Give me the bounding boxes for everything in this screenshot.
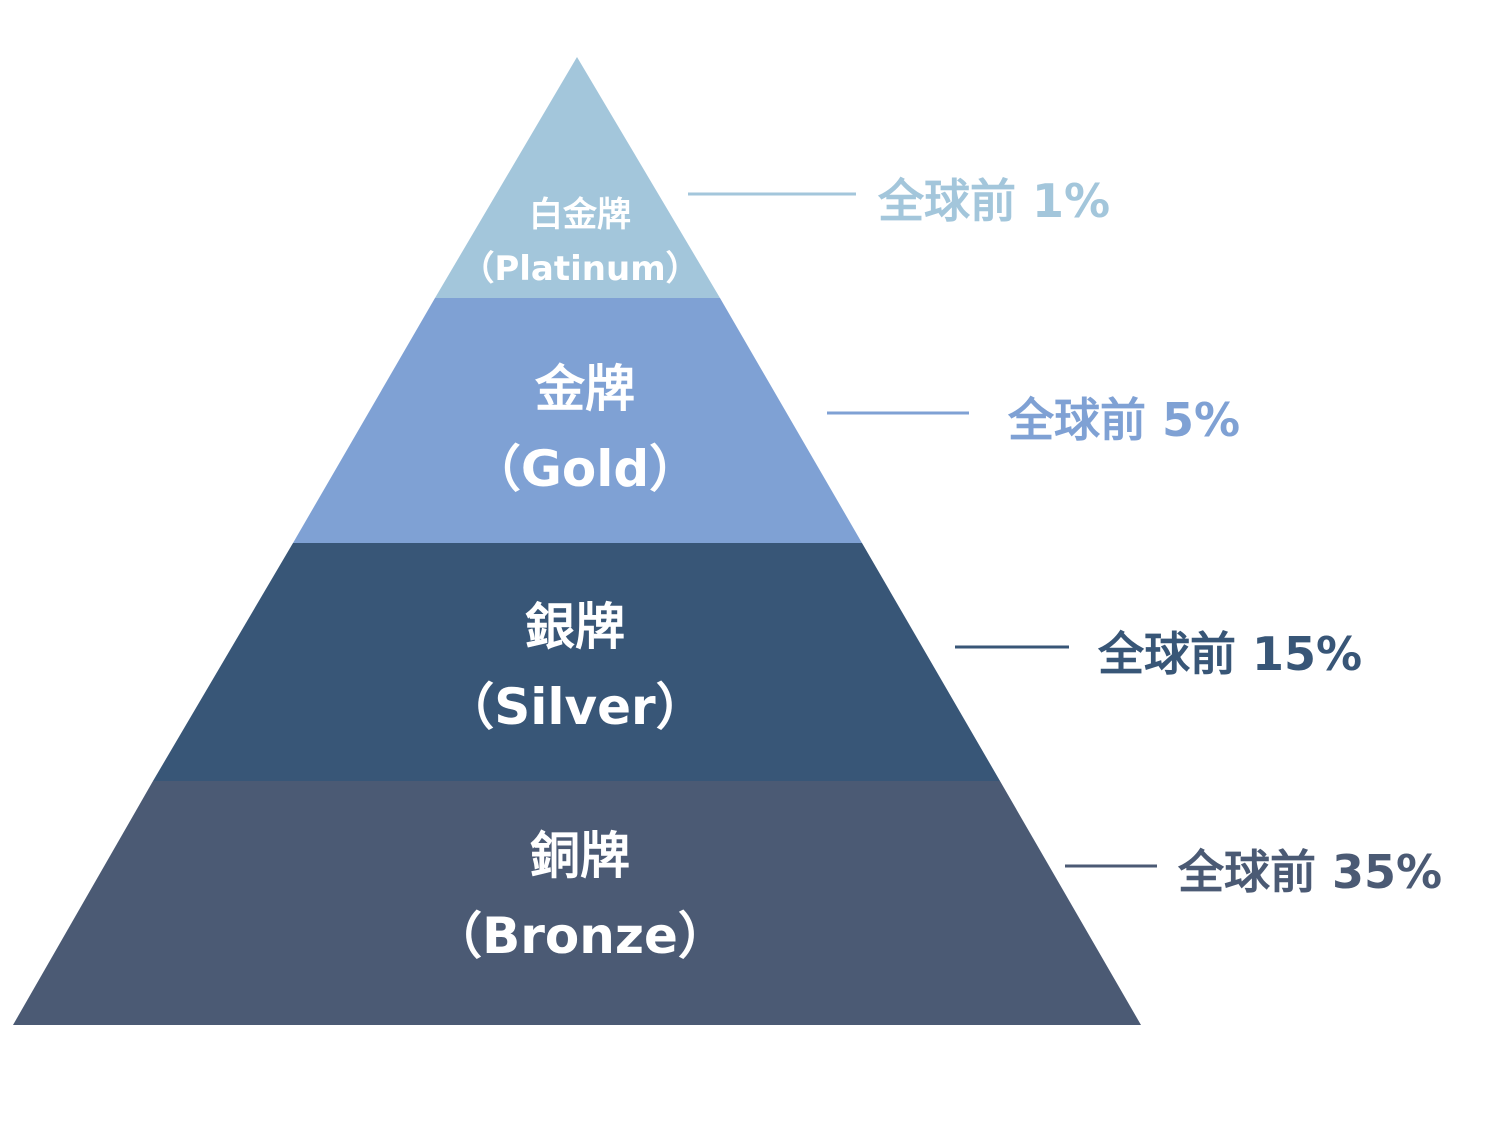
- tier-platinum-name-en: （Platinum）: [460, 249, 700, 289]
- tier-gold-name-zh: 金牌: [535, 360, 635, 418]
- tier-silver-label: 銀牌 （Silver）: [400, 587, 750, 747]
- tier-platinum-name-zh: 白金牌: [529, 195, 631, 235]
- tier-platinum-shape: [435, 57, 720, 298]
- percent-label-gold: 全球前 5%: [1008, 393, 1241, 447]
- tier-gold-name-en: （Gold）: [470, 440, 700, 498]
- tier-silver-name-en: （Silver）: [444, 678, 706, 736]
- tier-bronze-name-en: （Bronze）: [432, 907, 728, 965]
- tier-bronze-shape: [13, 781, 1141, 1025]
- percent-label-platinum: 全球前 1%: [878, 174, 1111, 228]
- tier-platinum-label: 白金牌 （Platinum）: [430, 188, 730, 296]
- percent-label-bronze: 全球前 35%: [1178, 845, 1443, 899]
- tier-silver-shape: [153, 543, 1000, 781]
- tier-gold-shape: [293, 298, 862, 543]
- tier-bronze-name-zh: 銅牌: [530, 827, 630, 885]
- percent-label-silver: 全球前 15%: [1098, 627, 1363, 681]
- tier-silver-name-zh: 銀牌: [525, 598, 625, 656]
- tier-gold-label: 金牌 （Gold）: [410, 349, 760, 509]
- tier-bronze-label: 銅牌 （Bronze）: [380, 816, 780, 976]
